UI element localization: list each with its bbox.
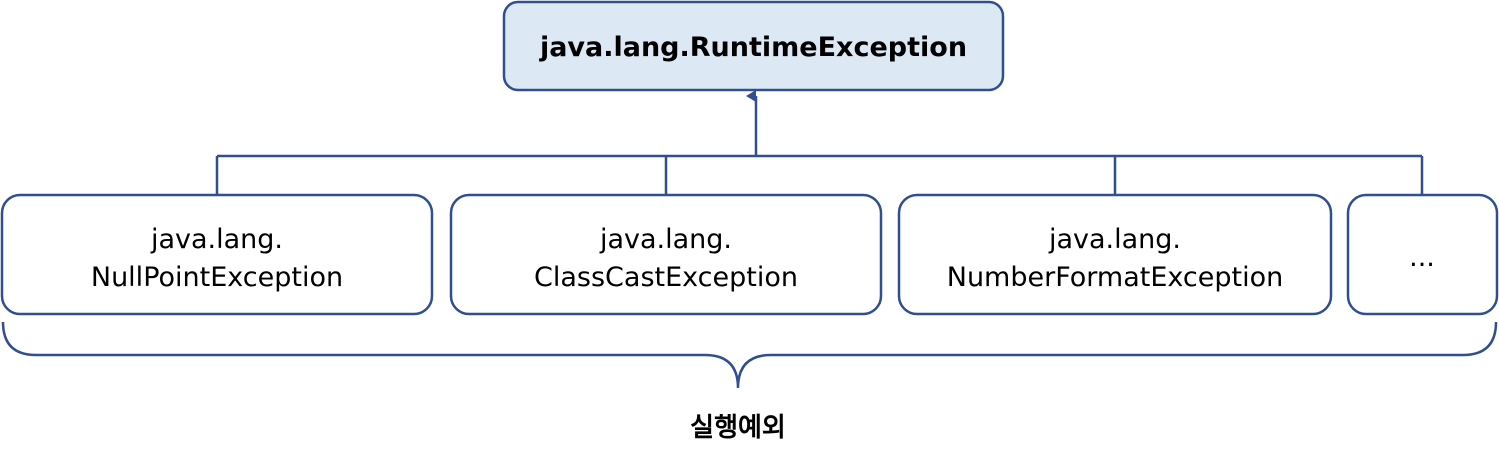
child-node-line-1: java.lang.: [599, 224, 732, 255]
child-node-ellipsis: ...: [1409, 242, 1435, 273]
child-node-numberformatexception: java.lang. NumberFormatException: [897, 193, 1333, 316]
child-node-nullpointexception: java.lang. NullPointException: [0, 193, 434, 316]
root-node: java.lang.RuntimeException: [502, 0, 1005, 92]
grouping-brace: [1, 321, 1498, 389]
child-node-line-2: NumberFormatException: [947, 262, 1284, 293]
child-node-line-1: java.lang.: [1048, 224, 1181, 255]
child-node-line-1: java.lang.: [150, 224, 283, 255]
group-caption: 실행예외: [690, 413, 786, 443]
child-node-more: ...: [1346, 193, 1499, 316]
child-node-box: [449, 193, 883, 316]
child-node-line-2: NullPointException: [91, 262, 343, 293]
child-node-line-2: ClassCastException: [534, 262, 798, 293]
root-node-label: java.lang.RuntimeException: [539, 32, 967, 63]
child-node-box: [1346, 193, 1499, 316]
child-node-box: [897, 193, 1333, 316]
child-node-classcastexception: java.lang. ClassCastException: [449, 193, 883, 316]
child-node-box: [0, 193, 434, 316]
inheritance-connectors: [215, 90, 1424, 195]
